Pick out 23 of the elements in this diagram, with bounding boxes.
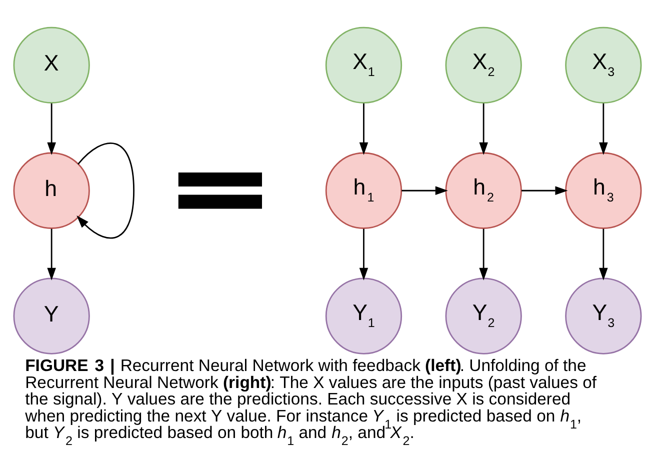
node-circle: Y	[13, 278, 90, 354]
node-circle: Y$_{2}$	[445, 278, 522, 354]
arrow	[479, 103, 488, 155]
arrow	[47, 103, 56, 155]
caption: FIGURE 3 | Recurrent Neural Network with feedback (left). Unfolding of the Recurrent Neural Network (right): The X values are the inputs (past values of the signal). Y values are the predictions. Each successive X is considered when predicting the next Y value. For instance Y$_{1}$ is predicted based on h$_{1}$, but Y$_{2}$ is predicted based on both h$_{1}$ and h$_{2}$, and X$_{2}$.	[25, 356, 597, 448]
arrow	[359, 103, 368, 155]
node-circle: X$_{3}$	[565, 26, 642, 104]
arrow	[47, 228, 56, 280]
node-circle: h$_{3}$	[565, 152, 642, 229]
arrow	[479, 228, 488, 280]
node-circle: Y$_{1}$	[325, 278, 402, 354]
node-circle: X	[13, 26, 90, 104]
arrow	[359, 228, 368, 280]
arrow	[599, 103, 608, 155]
node-circle: X$_{1}$	[325, 26, 402, 104]
node-circle: Y$_{3}$	[565, 278, 642, 354]
arrow	[402, 186, 448, 196]
node-circle: h$_{2}$	[445, 152, 522, 229]
node-circle: X$_{2}$	[445, 26, 522, 104]
arrow	[599, 228, 608, 280]
arrow	[522, 186, 568, 196]
arrow	[76, 142, 134, 239]
node-circle: h$_{1}$	[325, 152, 402, 229]
